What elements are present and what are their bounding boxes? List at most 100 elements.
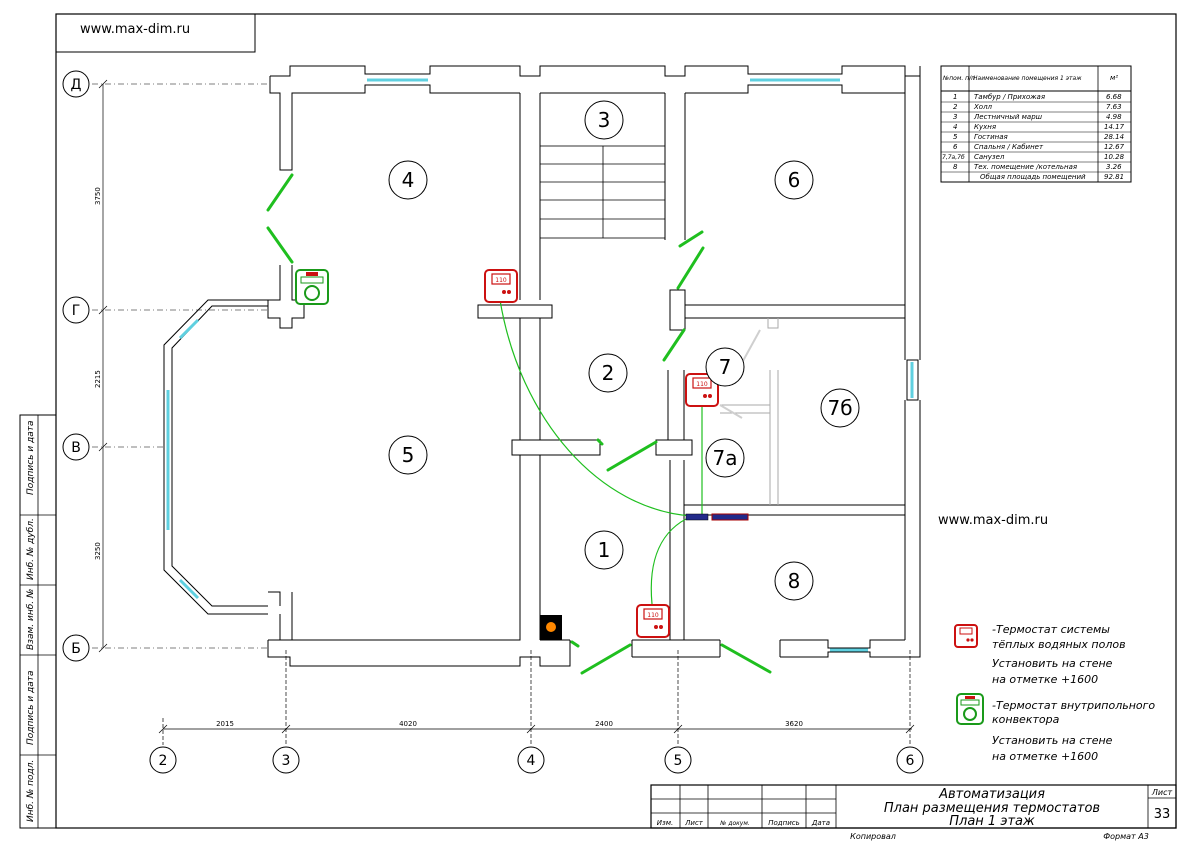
table-header-area: м² <box>1110 74 1118 82</box>
title-line2: План размещения термостатов <box>884 801 1100 816</box>
svg-text:Д: Д <box>71 77 82 93</box>
svg-text:5: 5 <box>953 133 958 141</box>
svg-text:Санузел: Санузел <box>974 153 1005 161</box>
svg-text:Общая площадь помещений: Общая площадь помещений <box>980 173 1086 181</box>
table-header-num: №пом. п/п <box>942 75 975 82</box>
svg-text:3.26: 3.26 <box>1106 163 1122 171</box>
svg-text:В: В <box>71 440 81 456</box>
legend-floor-line2: тёплых водяных полов <box>992 638 1126 651</box>
side-stamp: Подпись и дата Инб. № дубл. Взам. инб. №… <box>19 414 57 829</box>
legend-floor-thermostat-icon <box>954 624 978 648</box>
dim-h-3: 2400 <box>595 720 613 728</box>
sheet-label: Лист <box>1151 788 1173 797</box>
svg-text:7,7а,7б: 7,7а,7б <box>942 154 965 161</box>
svg-text:7.63: 7.63 <box>1106 103 1122 111</box>
dim-h-2: 4020 <box>399 720 417 728</box>
windows <box>166 78 914 652</box>
svg-text:Лестничный марш: Лестничный марш <box>973 113 1043 121</box>
stairs <box>539 145 666 239</box>
rooms-table: №пом. п/п Наименование помещения 1 этаж … <box>940 65 1132 183</box>
axis-bubble-2: 2 <box>149 746 177 774</box>
title-line1: Автоматизация <box>938 787 1045 802</box>
bottom-dimension-line <box>158 650 915 745</box>
legend-conv-line1: -Термостат внутрипольного <box>992 699 1155 712</box>
axis-bubble-5: 5 <box>664 746 692 774</box>
axis-bubble-4: 4 <box>517 746 545 774</box>
left-dimension-line <box>98 79 108 653</box>
stamp-dup-inv: Инб. № дубл. <box>26 518 36 580</box>
room-7a: 7а <box>705 438 745 478</box>
format-label: Формат А3 <box>1103 832 1149 841</box>
svg-text:Кухня: Кухня <box>974 123 996 131</box>
svg-text:3: 3 <box>953 113 957 121</box>
legend-floor-line4: на отметке +1600 <box>992 673 1098 686</box>
svg-text:1: 1 <box>598 538 611 562</box>
table-header-name: Наименование помещения 1 этаж <box>973 75 1082 82</box>
svg-text:110: 110 <box>647 612 659 619</box>
heating-pipes <box>499 299 703 605</box>
title-block: Автоматизация План размещения термостато… <box>650 784 1177 841</box>
room-3: 3 <box>584 100 624 140</box>
svg-text:Б: Б <box>71 641 81 657</box>
room-7: 7 <box>705 347 745 387</box>
svg-text:7б: 7б <box>827 396 852 420</box>
svg-text:14.17: 14.17 <box>1104 123 1125 131</box>
dim-h-4: 3620 <box>785 720 803 728</box>
legend-conv-line4: на отметке +1600 <box>992 750 1098 763</box>
svg-text:6: 6 <box>906 753 915 769</box>
svg-text:Гостиная: Гостиная <box>974 133 1008 141</box>
svg-text:Г: Г <box>72 303 81 319</box>
svg-text:Тамбур / Прихожая: Тамбур / Прихожая <box>974 93 1045 101</box>
room-5: 5 <box>388 435 428 475</box>
legend: -Термостат системы тёплых водяных полов … <box>954 623 1155 763</box>
room-2: 2 <box>588 353 628 393</box>
svg-text:110: 110 <box>696 381 708 388</box>
svg-text:Изм.: Изм. <box>657 819 673 827</box>
letter-axes <box>92 83 270 649</box>
copied-label: Копировал <box>850 832 896 841</box>
svg-text:6: 6 <box>788 168 801 192</box>
svg-text:7а: 7а <box>713 446 738 470</box>
svg-text:6.68: 6.68 <box>1106 93 1122 101</box>
manifolds <box>685 513 749 521</box>
legend-conv-line2: конвектора <box>992 713 1060 726</box>
svg-text:Подпись: Подпись <box>768 819 800 827</box>
boiler <box>540 615 562 640</box>
svg-text:4: 4 <box>402 168 415 192</box>
svg-text:5: 5 <box>402 443 415 467</box>
dim-v-2: 2215 <box>94 370 102 388</box>
svg-text:2: 2 <box>159 753 168 769</box>
dim-h-1: 2015 <box>216 720 234 728</box>
svg-text:7: 7 <box>719 355 732 379</box>
svg-text:2: 2 <box>953 103 958 111</box>
svg-text:4: 4 <box>953 123 957 131</box>
room-7b: 7б <box>820 388 860 428</box>
axis-bubble-B: Б <box>62 634 90 662</box>
website-top: www.max-dim.ru <box>80 22 190 37</box>
svg-text:6: 6 <box>953 143 958 151</box>
floor-thermostat-icon: 110 <box>484 269 518 303</box>
website-mid: www.max-dim.ru <box>938 513 1048 528</box>
doors <box>266 173 772 675</box>
convector-thermostat-icon <box>295 269 329 305</box>
svg-text:1: 1 <box>953 93 957 101</box>
svg-text:№ докум.: № докум. <box>719 820 750 827</box>
stamp-orig-inv: Инб. № подл. <box>26 760 36 822</box>
svg-text:Дата: Дата <box>811 819 830 827</box>
svg-text:8: 8 <box>788 569 801 593</box>
legend-floor-line1: -Термостат системы <box>992 623 1110 636</box>
svg-text:4: 4 <box>527 753 536 769</box>
floor-thermostat-icon: 110 <box>636 604 670 638</box>
svg-text:28.14: 28.14 <box>1104 133 1124 141</box>
floor-thermostat-icon: 110 <box>685 373 719 407</box>
svg-text:5: 5 <box>674 753 683 769</box>
stamp-sign-date-1: Подпись и дата <box>26 420 36 495</box>
svg-text:8: 8 <box>953 163 958 171</box>
svg-text:110: 110 <box>495 277 507 284</box>
axis-bubble-3: 3 <box>272 746 300 774</box>
axis-bubble-6: 6 <box>896 746 924 774</box>
svg-text:3: 3 <box>598 108 611 132</box>
legend-floor-line3: Установить на стене <box>992 657 1113 670</box>
room-1: 1 <box>584 530 624 570</box>
